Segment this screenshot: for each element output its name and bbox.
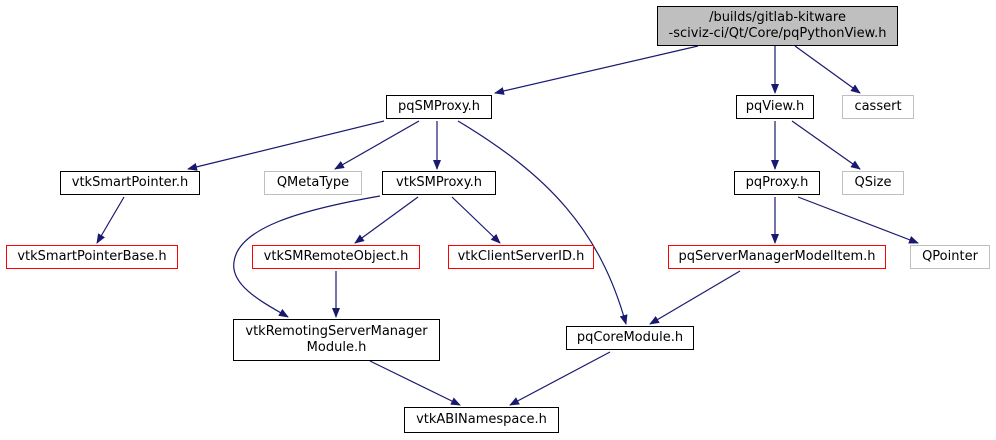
- edge-pq-view-to-q-size: [791, 120, 861, 170]
- edge-vtk-sm-proxy-to-remoting-module: [233, 195, 381, 318]
- node-vtk-smart-pointer[interactable]: vtkSmartPointer.h: [60, 171, 200, 195]
- node-vtk-remoting-server-manager-module[interactable]: vtkRemotingServerManager Module.h: [233, 319, 440, 361]
- node-pq-sm-proxy[interactable]: pqSMProxy.h: [386, 95, 492, 119]
- edge-pq-sm-proxy-to-q-meta-type: [334, 120, 420, 170]
- edge-pq-proxy-to-q-pointer: [797, 196, 919, 244]
- node-label: QPointer: [922, 249, 978, 264]
- dependency-edges: [96, 45, 919, 406]
- node-label: QSize: [854, 175, 892, 190]
- node-label: pqSMProxy.h: [397, 99, 481, 114]
- node-label: vtkSmartPointer.h: [71, 175, 189, 190]
- node-pq-proxy[interactable]: pqProxy.h: [734, 171, 820, 195]
- node-vtk-sm-proxy[interactable]: vtkSMProxy.h: [382, 171, 496, 195]
- node-line-1: vtkRemotingServerManager: [245, 324, 428, 339]
- edge-vtk-sm-proxy-to-client-server-id: [451, 196, 501, 244]
- node-label: vtkSMRemoteObject.h: [263, 249, 409, 264]
- node-vtk-sm-remote-object[interactable]: vtkSMRemoteObject.h: [252, 245, 420, 269]
- edge-root-to-pq-sm-proxy: [494, 45, 699, 95]
- node-line-2: Module.h: [306, 340, 367, 355]
- node-label: vtkSMProxy.h: [396, 175, 482, 190]
- node-label: pqCoreModule.h: [576, 330, 684, 345]
- node-root-line-1: /builds/gitlab-kitware: [709, 10, 846, 25]
- node-label: pqView.h: [745, 99, 805, 114]
- edge-vtk-sm-proxy-to-remote-object: [354, 196, 419, 244]
- node-pq-python-view-root[interactable]: /builds/gitlab-kitware -sciviz-ci/Qt/Cor…: [657, 6, 898, 46]
- node-q-meta-type: QMetaType: [264, 171, 362, 195]
- node-q-size: QSize: [842, 171, 904, 195]
- edge-vtk-smart-pointer-to-base: [96, 196, 125, 244]
- node-label: vtkClientServerID.h: [457, 249, 585, 264]
- edge-pq-core-module-to-abi-namespace: [509, 351, 611, 406]
- node-vtk-smart-pointer-base[interactable]: vtkSmartPointerBase.h: [6, 245, 178, 269]
- edge-remoting-module-to-abi-namespace: [369, 360, 461, 406]
- node-label: pqProxy.h: [745, 175, 809, 190]
- edge-root-to-cassert: [794, 45, 861, 94]
- node-root-line-2: -sciviz-ci/Qt/Core/pqPythonView.h: [668, 26, 887, 41]
- edge-pq-sm-proxy-to-pq-core-module: [457, 120, 628, 325]
- node-label: QMetaType: [276, 175, 350, 190]
- node-label: vtkSmartPointerBase.h: [17, 249, 167, 264]
- node-pq-core-module[interactable]: pqCoreModule.h: [566, 326, 694, 350]
- edge-pq-sm-proxy-to-vtk-smart-pointer: [187, 120, 385, 171]
- node-vtk-client-server-id[interactable]: vtkClientServerID.h: [448, 245, 594, 269]
- node-pq-server-manager-model-item[interactable]: pqServerManagerModelItem.h: [668, 245, 886, 269]
- node-label: vtkABINamespace.h: [416, 412, 547, 427]
- node-pq-view[interactable]: pqView.h: [736, 95, 814, 119]
- node-vtk-abi-namespace[interactable]: vtkABINamespace.h: [404, 407, 559, 433]
- node-label: cassert: [854, 99, 902, 114]
- node-label: pqServerManagerModelItem.h: [678, 249, 876, 264]
- node-cassert: cassert: [842, 95, 914, 119]
- node-q-pointer: QPointer: [910, 245, 990, 269]
- edge-model-item-to-pq-core-module: [649, 270, 741, 325]
